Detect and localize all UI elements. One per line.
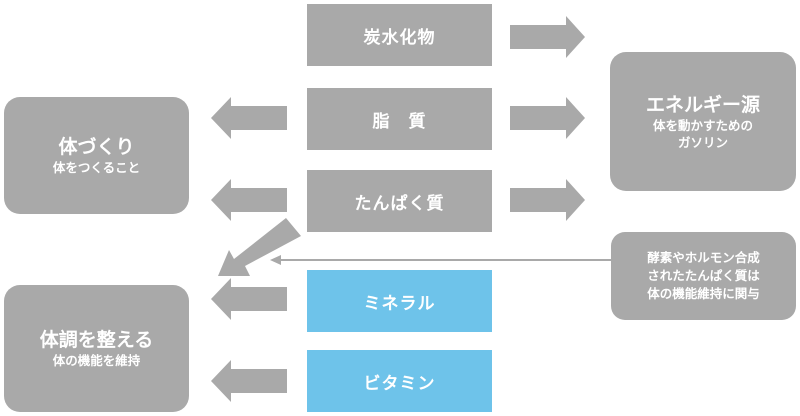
nutrient-vitamins: ビタミン [307, 350, 492, 412]
arrow-carbs-to-energy [510, 16, 585, 58]
nutrient-vitamins-label: ビタミン [363, 373, 436, 394]
nutrient-minerals-label: ミネラル [363, 293, 436, 314]
protein-note-line1: 酵素やホルモン合成 [647, 250, 760, 265]
nutrient-protein: たんぱく質 [307, 170, 492, 232]
arrow-minerals-to-regulation [211, 278, 287, 320]
nutrient-carbs-label: 炭水化物 [363, 27, 436, 48]
arrow-protein-diagonal [218, 218, 301, 276]
nutrient-protein-label: たんぱく質 [354, 193, 445, 214]
role-body-regulation: 体調を整える 体の機能を維持 [4, 285, 189, 412]
role-body-building-title: 体づくり [58, 136, 135, 158]
arrow-fat-to-body-building [211, 97, 287, 139]
nutrient-fat-label: 脂 質 [372, 111, 427, 132]
nutrient-fat: 脂 質 [307, 88, 492, 150]
arrow-fat-to-energy [510, 97, 585, 139]
role-energy-sub1: 体を動かすための [652, 117, 753, 133]
nutrient-minerals: ミネラル [307, 270, 492, 332]
arrow-vitamins-to-regulation [211, 360, 287, 402]
role-energy-title: エネルギー源 [645, 93, 760, 116]
arrow-protein-to-energy [510, 179, 585, 221]
role-body-regulation-sub: 体の機能を維持 [52, 353, 141, 368]
protein-note-line3: 体の機能維持に関与 [647, 286, 760, 301]
nutrient-carbs: 炭水化物 [307, 4, 492, 66]
role-body-regulation-title: 体調を整える [39, 329, 154, 351]
arrow-protein-to-body-building [211, 179, 287, 221]
role-body-building-sub: 体をつくること [52, 160, 141, 175]
note-connector-arrowhead [270, 255, 281, 265]
protein-note: 酵素やホルモン合成 されたたんぱく質は 体の機能維持に関与 [611, 232, 796, 320]
role-energy-sub2: ガソリン [677, 134, 728, 150]
protein-note-line2: されたたんぱく質は [647, 268, 760, 283]
role-body-building: 体づくり 体をつくること [4, 97, 189, 214]
role-energy: エネルギー源 体を動かすための ガソリン [610, 52, 796, 191]
